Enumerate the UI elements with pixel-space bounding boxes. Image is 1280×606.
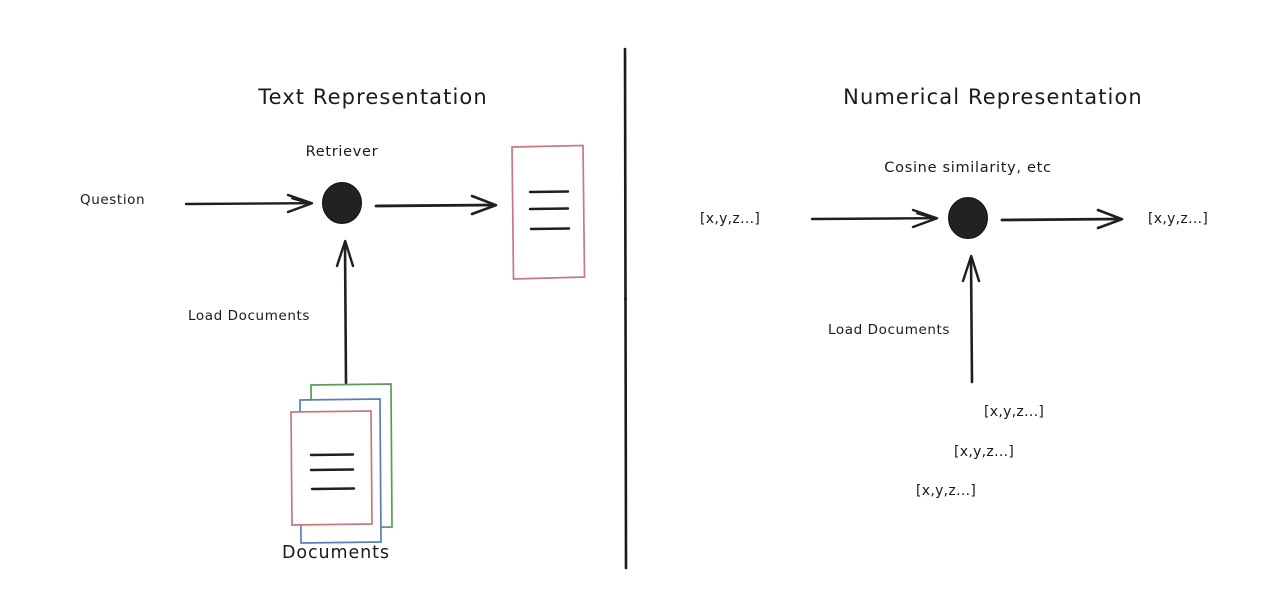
arrow-vector-to-node [810, 208, 939, 229]
arrow-retriever-to-document [374, 194, 498, 216]
document-red [290, 410, 373, 526]
retrieved-document [511, 144, 586, 280]
embedded-vector-green: [x,y,z...] [984, 404, 1044, 420]
arrow-question-to-retriever [184, 193, 314, 214]
question-label: Question [80, 192, 145, 208]
output-vector-label: [x,y,z...] [1148, 211, 1208, 227]
right-panel-group [810, 197, 1124, 384]
retriever-label: Retriever [306, 144, 379, 160]
retriever-node [322, 182, 362, 224]
similarity-label: Cosine similarity, etc [884, 160, 1051, 176]
documents-caption: Documents [282, 543, 390, 563]
center-divider [623, 47, 628, 570]
left-panel-title: Text Representation [257, 85, 488, 109]
embedded-vector-blue: [x,y,z...] [954, 444, 1014, 460]
arrow-documents-to-retriever [335, 239, 355, 385]
left-load-documents-label: Load Documents [188, 308, 310, 324]
right-panel-title: Numerical Representation [843, 85, 1143, 109]
left-panel-group [184, 144, 586, 544]
right-load-documents-label: Load Documents [828, 322, 950, 338]
input-vector-label: [x,y,z...] [700, 211, 760, 227]
documents-stack [290, 383, 393, 544]
arrow-node-to-output [1000, 208, 1124, 230]
arrow-vectors-to-node [961, 254, 981, 384]
similarity-node [948, 197, 988, 239]
embedded-vector-red: [x,y,z...] [916, 483, 976, 499]
